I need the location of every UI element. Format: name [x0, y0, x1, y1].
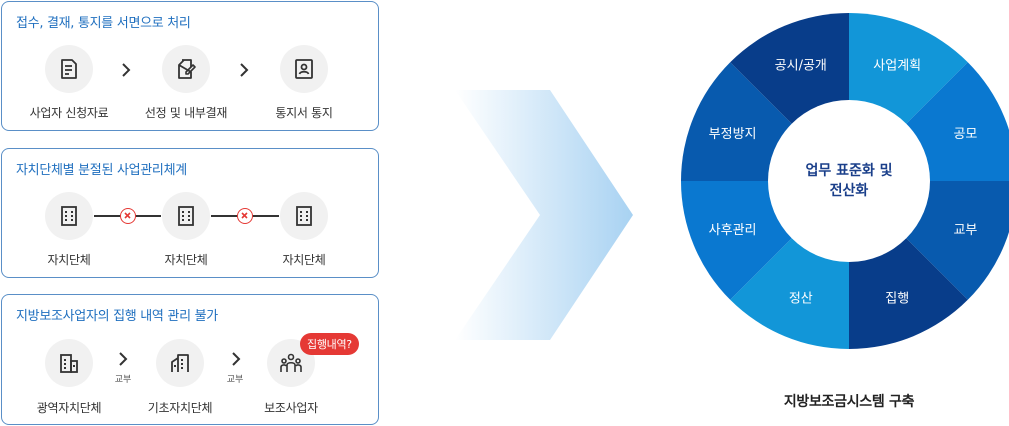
transition-arrow — [455, 90, 633, 340]
disconnect-x-icon — [120, 208, 136, 224]
execution-query-badge: 집행내역? — [300, 333, 359, 355]
chevron-right-icon — [122, 63, 131, 77]
panel-fragmented-system: 자치단체별 분절된 사업관리체계 자치단체 자치단체 자치단체 — [1, 148, 379, 278]
notice-icon — [295, 59, 313, 79]
city-building-icon — [60, 354, 78, 373]
building-icon — [61, 206, 77, 226]
wheel-segment-label: 사업계획 — [873, 59, 921, 74]
panel-execution-tracking: 지방보조사업자의 집행 내역 관리 불가 교부 교부 집행내역? 광역자치단체 … — [1, 294, 379, 425]
node-label-3: 보조사업자 — [264, 401, 318, 415]
step-circle-2 — [162, 45, 210, 93]
node-label-2: 기초자치단체 — [147, 401, 213, 415]
wheel-segment-label: 부정방지 — [709, 127, 757, 142]
disconnect-x-icon — [237, 208, 253, 224]
step-circle-3 — [280, 45, 328, 93]
wheel-center-line2: 전산화 — [830, 182, 869, 199]
wheel-segment-label: 사후관리 — [709, 223, 757, 238]
chevron-right-icon — [119, 352, 128, 366]
arrow-label-2: 교부 — [226, 375, 244, 385]
step-label-2: 선정 및 내부결재 — [144, 106, 228, 120]
town-building-icon — [171, 354, 189, 372]
node-circle-2 — [156, 339, 204, 387]
people-group-icon — [280, 353, 302, 372]
node-label-1: 광역자치단체 — [36, 401, 102, 415]
wheel-segment-label: 정산 — [789, 291, 813, 306]
step-label-3: 통지서 통지 — [275, 106, 333, 120]
node-label-3: 자치단체 — [282, 253, 326, 267]
wheel-segment-label: 집행 — [885, 290, 909, 306]
document-list-icon — [61, 59, 77, 79]
node-circle-1 — [45, 192, 93, 240]
node-circle-3 — [280, 192, 328, 240]
panel2-title: 자치단체별 분절된 사업관리체계 — [16, 163, 187, 178]
wheel-segment-label: 공시/공개 — [775, 59, 827, 74]
edit-document-icon — [178, 59, 196, 79]
node-label-2: 자치단체 — [164, 253, 208, 267]
wheel-center-line1: 업무 표준화 및 — [805, 162, 892, 179]
arrow-label-1: 교부 — [114, 375, 132, 385]
panel1-title: 접수, 결재, 통지를 서면으로 처리 — [16, 16, 191, 31]
node-circle-1 — [45, 339, 93, 387]
wheel-segment-label: 교부 — [953, 223, 977, 238]
panel3-title: 지방보조사업자의 집행 내역 관리 불가 — [16, 309, 218, 324]
wheel-caption: 지방보조금시스템 구축 — [783, 394, 915, 410]
wheel-center — [768, 100, 930, 262]
step-label-1: 사업자 신청자료 — [29, 106, 109, 120]
node-label-1: 자치단체 — [47, 253, 91, 267]
chevron-right-icon — [232, 352, 241, 366]
building-icon — [296, 206, 312, 226]
step-circle-1 — [45, 45, 93, 93]
node-circle-2 — [162, 192, 210, 240]
panel-paper-processing: 접수, 결재, 통지를 서면으로 처리 사업자 신청자료 선정 및 내부결재 통… — [1, 1, 379, 131]
building-icon — [178, 206, 194, 226]
chevron-right-icon — [240, 63, 249, 77]
wheel-segment-label: 공모 — [953, 127, 977, 142]
